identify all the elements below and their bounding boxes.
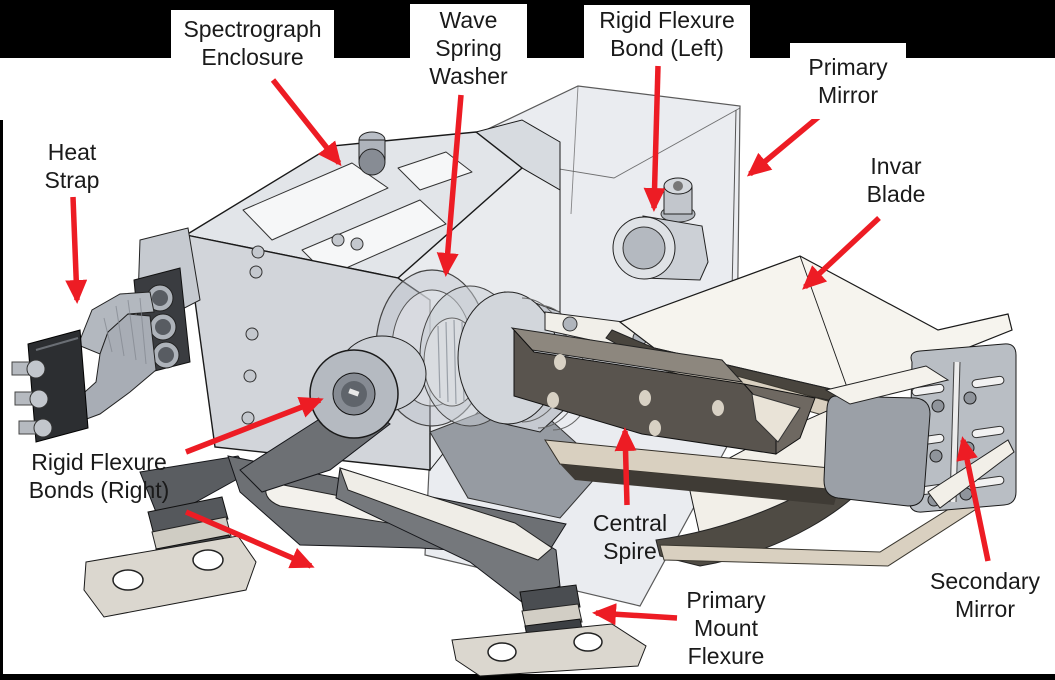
arrow-wave-spring-washer <box>436 94 464 277</box>
part-rigid-flexure-bond-left <box>612 177 709 281</box>
arrow-heat-strap <box>65 196 88 304</box>
label-wave-spring-washer: Wave Spring Washer <box>410 4 527 92</box>
label-spectrograph-enclosure-text: Spectrograph Enclosure <box>183 16 322 70</box>
spire-holes <box>547 354 724 436</box>
label-primary-mount-flexure: Primary Mount Flexure <box>686 587 766 669</box>
heat-strap-screws <box>146 284 180 369</box>
arrow-invar-blade <box>802 215 881 290</box>
arrow-rigid-flexure-bonds-right-lower <box>184 509 315 569</box>
label-spectrograph-enclosure: Spectrograph Enclosure <box>171 10 334 76</box>
label-primary-mirror: Primary Mirror <box>790 43 906 119</box>
label-secondary-mirror: Secondary Mirror <box>930 568 1040 622</box>
arrow-central-spire <box>614 427 637 506</box>
arrow-primary-mirror <box>746 111 824 177</box>
label-rigid-flexure-bonds-right: Rigid Flexure Bonds (Right) <box>28 449 170 503</box>
label-primary-mirror-text: Primary Mirror <box>808 54 888 108</box>
bottom-black-bar <box>0 674 1055 680</box>
callout-arrows <box>65 65 991 626</box>
label-invar-blade: Invar Blade <box>866 153 926 207</box>
arrow-rigid-flexure-bonds-right-upper <box>185 396 324 455</box>
enclosure-screws <box>241 233 364 425</box>
label-rigid-flexure-bond-left: Rigid Flexure Bond (Left) <box>584 5 750 63</box>
arrow-rigid-flexure-bond-left <box>643 65 666 212</box>
arrow-secondary-mirror <box>956 436 991 562</box>
label-wave-spring-washer-text: Wave Spring Washer <box>429 7 508 89</box>
heat-strap-bolts <box>11 359 53 438</box>
part-central-spire <box>510 327 816 455</box>
label-heat-strap: Heat Strap <box>44 139 100 193</box>
part-secondary-mirror-mount <box>823 343 1017 513</box>
part-heat-strap <box>11 227 201 443</box>
label-rigid-flexure-bond-left-text: Rigid Flexure Bond (Left) <box>599 7 735 61</box>
arrow-primary-mount-flexure <box>592 603 678 626</box>
label-central-spire: Central Spire <box>592 510 668 564</box>
left-black-border <box>0 120 3 680</box>
arrow-spectrograph-enclosure <box>270 78 342 167</box>
part-primary-mount-flexures <box>83 335 647 677</box>
